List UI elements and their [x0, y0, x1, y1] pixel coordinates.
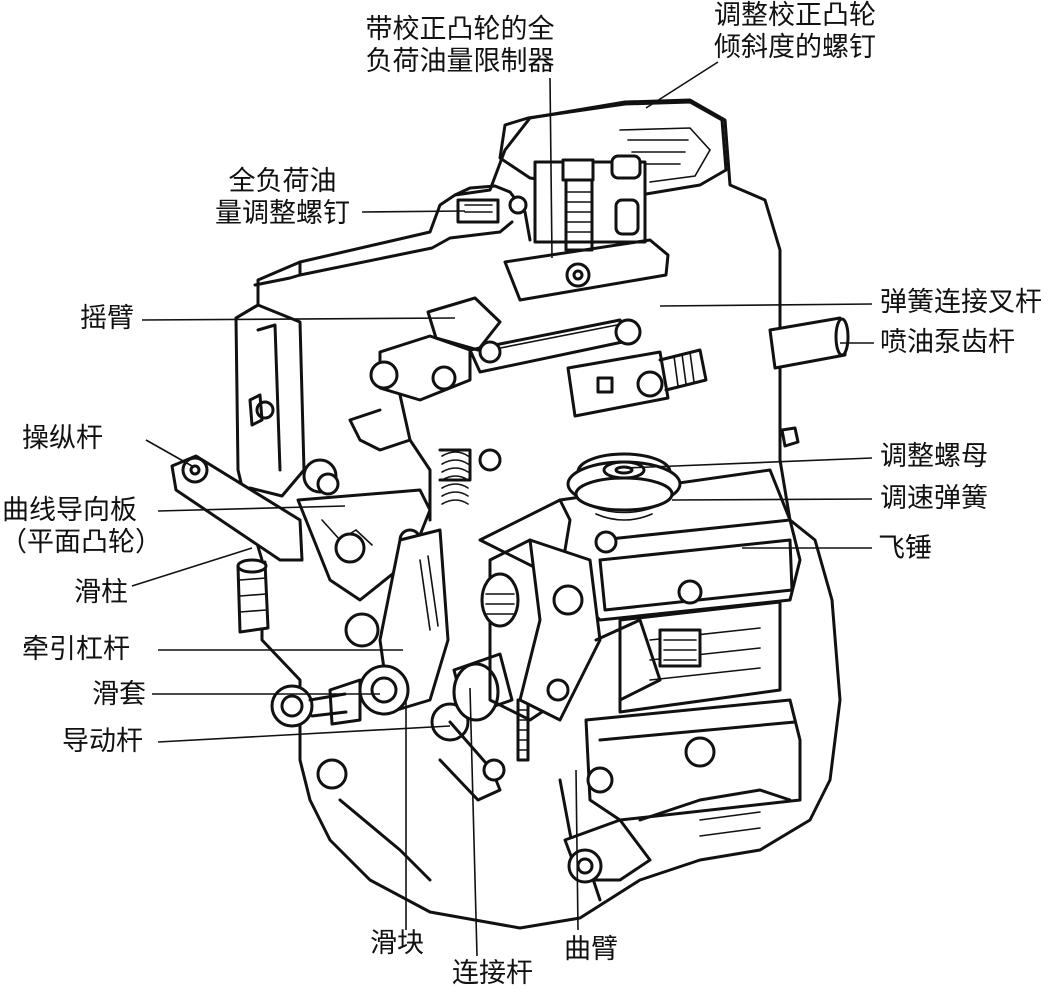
label-top-limiter: 带校正凸轮的全 负荷油量限制器	[345, 14, 575, 78]
label-full-load-screw-line1: 全负荷油	[228, 166, 337, 197]
label-top-screw: 调整校正凸轮 倾斜度的螺钉	[690, 0, 900, 64]
label-sleeve: 滑套	[92, 679, 146, 710]
leader-bell-crank	[575, 769, 579, 931]
label-full-load-screw: 全负荷油 量调整螺钉	[200, 166, 365, 230]
leader-speed-spring	[671, 498, 873, 501]
label-top-limiter-line1: 带校正凸轮的全	[365, 14, 555, 45]
label-flyweight: 飞锤	[878, 533, 932, 564]
leader-guide-plate	[157, 505, 346, 512]
label-full-load-screw-line2: 量调整螺钉	[215, 198, 350, 229]
label-plane-cam: （平面凸轮）	[0, 527, 162, 558]
label-top-limiter-line2: 负荷油量限制器	[365, 46, 555, 77]
leader-adjust-nut	[625, 457, 873, 469]
leader-control-lever	[145, 439, 193, 467]
leader-rocker-arm	[141, 317, 456, 321]
leader-link-rod	[469, 687, 478, 957]
label-slide-column: 滑柱	[74, 577, 128, 608]
label-link-rod: 连接杆	[452, 958, 533, 989]
label-top-screw-line2: 倾斜度的螺钉	[714, 32, 876, 63]
label-rocker-arm: 摇臂	[80, 303, 134, 334]
label-guide-rod: 导动杆	[62, 726, 143, 757]
label-traction-lever: 牵引杠杆	[22, 634, 130, 665]
label-speed-spring: 调速弹簧	[880, 483, 988, 514]
label-control-lever: 操纵杆	[22, 423, 103, 454]
leader-full-load-screw	[361, 210, 466, 213]
leader-guide-rod	[157, 725, 451, 743]
leader-top-screw	[645, 61, 719, 109]
leader-spring-fork	[659, 303, 873, 307]
label-adjust-nut: 调整螺母	[880, 441, 988, 472]
label-spring-fork: 弹簧连接叉杆	[880, 287, 1042, 318]
leader-top-limiter	[549, 77, 553, 259]
housing-outline	[234, 98, 842, 930]
label-pump-rack: 喷油泵齿杆	[880, 327, 1015, 358]
label-bell-crank: 曲臂	[564, 934, 618, 965]
label-guide-plate: 曲线导向板	[2, 495, 137, 526]
label-slider: 滑块	[370, 928, 424, 959]
label-top-screw-line1: 调整校正凸轮	[714, 0, 876, 31]
leader-slide-column	[131, 547, 253, 587]
